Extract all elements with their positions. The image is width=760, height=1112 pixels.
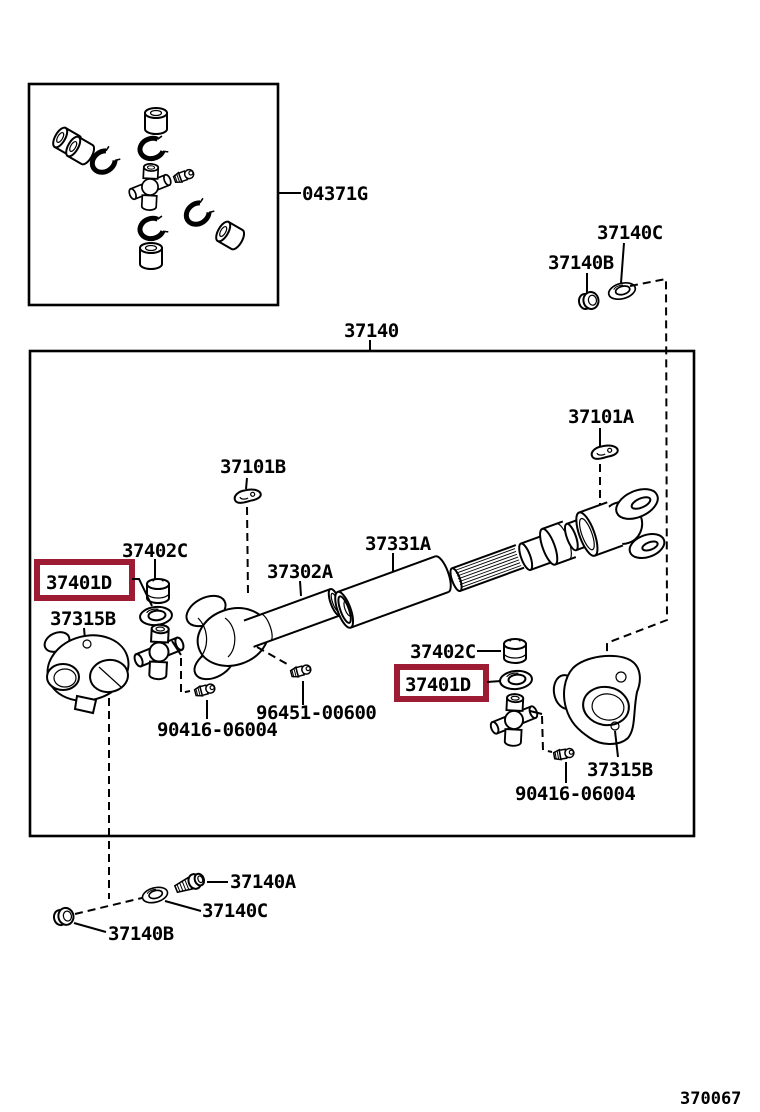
washer-icon-top bbox=[606, 279, 638, 303]
bolt-slot bbox=[630, 496, 652, 510]
bushing-icon-front bbox=[146, 578, 170, 604]
dashed-plug-center bbox=[256, 646, 288, 665]
snap-ring-icon bbox=[138, 135, 169, 161]
nut-icon-top bbox=[576, 289, 601, 312]
label-nut-top[interactable]: 37140B bbox=[548, 252, 614, 274]
shaft-collar-drawing bbox=[518, 535, 552, 572]
propeller-shaft-drawing bbox=[185, 488, 666, 681]
grease-fitting-icon bbox=[172, 167, 196, 185]
bearing-drawing bbox=[539, 520, 577, 566]
leader-washer-top bbox=[620, 242, 625, 284]
dashed-clip-front bbox=[246, 506, 249, 596]
bearing-cap-icon bbox=[212, 218, 248, 253]
clip-icon-front bbox=[232, 487, 263, 505]
bearing-cap-icon bbox=[144, 107, 168, 135]
washer-icon-front bbox=[138, 604, 174, 628]
washer-icon-bottom bbox=[139, 883, 171, 907]
leader-clip-front bbox=[245, 477, 248, 490]
flange-rear-drawing bbox=[552, 654, 641, 745]
leader-flange-rear bbox=[614, 730, 619, 758]
label-fitting-front[interactable]: 90416-06004 bbox=[157, 719, 278, 741]
dashed-fitting-front bbox=[180, 658, 191, 695]
universal-joint-kit-drawing bbox=[49, 107, 248, 270]
label-kit[interactable]: 04371G bbox=[302, 183, 368, 205]
label-clip-front[interactable]: 37101B bbox=[220, 456, 286, 478]
bushing-icon-rear bbox=[503, 638, 527, 664]
label-plug-center[interactable]: 96451-00600 bbox=[256, 702, 377, 724]
grease-fitting-icon-front bbox=[193, 681, 217, 699]
figure-code: 370067 bbox=[680, 1089, 741, 1109]
label-fitting-rear[interactable]: 90416-06004 bbox=[515, 783, 636, 805]
dashed-fitting-rear bbox=[541, 715, 553, 753]
bolt-icon-bottom bbox=[172, 869, 208, 897]
label-bushing-rear[interactable]: 37402C bbox=[410, 641, 476, 663]
label-clip-rear[interactable]: 37101A bbox=[568, 406, 635, 428]
label-assembly[interactable]: 37140 bbox=[344, 320, 399, 342]
clip-icon-rear bbox=[589, 443, 620, 461]
splined-shaft-drawing bbox=[449, 544, 525, 592]
label-flange-rear[interactable]: 37315B bbox=[587, 759, 653, 781]
label-washer-front[interactable]: 37401D bbox=[46, 572, 112, 594]
label-washer-rear[interactable]: 37401D bbox=[405, 674, 471, 696]
leader-washer-front bbox=[132, 578, 153, 607]
dust-cover-drawing bbox=[334, 555, 452, 629]
leader-nut-bottom bbox=[73, 922, 107, 933]
leader-yoke-tube bbox=[299, 580, 302, 597]
leader-spider-front bbox=[171, 640, 182, 656]
highlight-box-washer-rear[interactable] bbox=[394, 664, 489, 702]
bolt-slot bbox=[641, 540, 659, 552]
spider-icon-rear bbox=[487, 691, 541, 749]
bearing-cap-icon bbox=[139, 242, 163, 270]
label-nut-bottom[interactable]: 37140B bbox=[108, 923, 174, 945]
leader-washer-bottom bbox=[164, 900, 202, 912]
label-washer-top[interactable]: 37140C bbox=[597, 222, 663, 244]
dashed-line-rear-fastener bbox=[606, 277, 669, 662]
grease-fitting-icon-rear bbox=[552, 746, 576, 762]
yoke-tube-drawing bbox=[243, 588, 343, 648]
rear-yoke-body bbox=[575, 501, 624, 557]
spider-cross-icon bbox=[125, 161, 175, 213]
snap-ring-icon bbox=[182, 197, 216, 229]
grease-fitting-icon-center bbox=[289, 662, 313, 680]
label-flange-front[interactable]: 37315B bbox=[50, 608, 116, 630]
label-dust-cover[interactable]: 37331A bbox=[365, 533, 432, 555]
label-yoke-tube[interactable]: 37302A bbox=[267, 561, 334, 583]
label-bushing-front[interactable]: 37402C bbox=[122, 540, 188, 562]
leader-spider-rear bbox=[529, 710, 543, 715]
flange-front-drawing bbox=[43, 631, 130, 715]
assembly-box-frame bbox=[28, 349, 696, 838]
dashed-nut-to-washer bbox=[74, 896, 147, 915]
nut-icon-bottom bbox=[51, 905, 77, 929]
leader-washer-rear bbox=[486, 680, 502, 683]
label-bolt-bottom[interactable]: 37140A bbox=[230, 871, 297, 893]
label-washer-bottom[interactable]: 37140C bbox=[202, 900, 268, 922]
kit-box-frame bbox=[27, 82, 280, 307]
washer-icon-rear bbox=[498, 668, 534, 692]
snap-ring-icon bbox=[138, 215, 169, 241]
